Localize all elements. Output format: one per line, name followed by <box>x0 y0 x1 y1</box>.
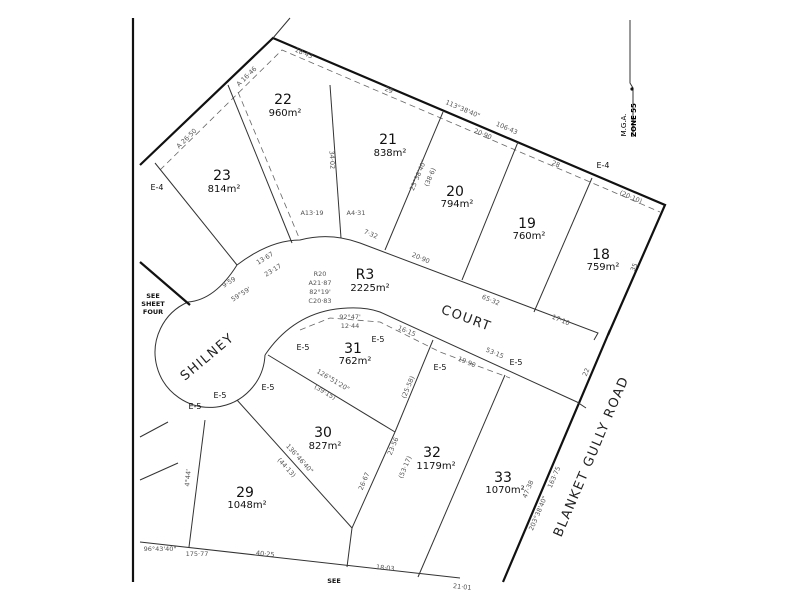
court-south-edge <box>264 307 587 409</box>
svg-text:(44·13): (44·13) <box>276 456 298 479</box>
lot-number: 18 <box>592 247 610 263</box>
easement-label: E-5 <box>371 335 384 344</box>
easement-label: E-5 <box>188 402 201 411</box>
lot-number: 20 <box>446 184 464 200</box>
lot-number: 31 <box>344 341 362 357</box>
lot-number: 29 <box>236 485 254 501</box>
street-name-blanket-gully-road: BLANKET GULLY ROAD <box>551 374 633 539</box>
lot-area: 760m² <box>513 231 546 242</box>
lot-number: 32 <box>423 445 441 461</box>
shilney-cul-de-sac <box>154 301 266 408</box>
svg-text:18·03: 18·03 <box>376 563 395 573</box>
svg-text:A13·19: A13·19 <box>300 209 323 217</box>
lot-number: R3 <box>356 267 375 283</box>
svg-text:34·02: 34·02 <box>328 150 337 169</box>
lot-area: 960m² <box>269 108 302 119</box>
easement-label: E-5 <box>213 391 226 400</box>
subdivision-boundary <box>139 36 667 336</box>
see-sheet-note: SHEET <box>141 300 165 308</box>
north-arrow-icon: M.G.A. ZONE 55 <box>620 20 638 137</box>
grid-label: M.G.A. <box>620 114 628 137</box>
court-north-edge <box>236 236 599 341</box>
easement-label: E-4 <box>150 183 163 192</box>
svg-text:22: 22 <box>581 367 592 378</box>
svg-text:R20: R20 <box>314 270 327 278</box>
street-name-shilney: SHILNEY <box>178 331 238 385</box>
easement-line <box>237 91 301 241</box>
boundary-extension <box>272 17 291 39</box>
svg-text:16·15: 16·15 <box>397 324 417 339</box>
svg-text:7·32: 7·32 <box>363 228 379 241</box>
easement-label: E-5 <box>433 363 446 372</box>
svg-text:C20·83: C20·83 <box>308 297 331 305</box>
lot-number: 19 <box>518 216 536 232</box>
svg-text:113°38'40": 113°38'40" <box>444 98 481 120</box>
svg-text:47·38: 47·38 <box>521 479 536 499</box>
lot-area: 762m² <box>339 356 372 367</box>
svg-text:18·43: 18·43 <box>294 46 314 61</box>
lot-number: 33 <box>494 470 512 486</box>
lot-area: 827m² <box>309 441 342 452</box>
lot-area: 1179m² <box>416 461 455 472</box>
svg-text:12·44: 12·44 <box>341 322 360 330</box>
lot-area: 1048m² <box>227 500 266 511</box>
svg-text:59°59': 59°59' <box>230 285 253 303</box>
svg-text:(53·17): (53·17) <box>397 455 414 480</box>
svg-text:96°43'40": 96°43'40" <box>144 545 177 553</box>
street-name-court: COURT <box>439 303 493 335</box>
svg-text:19·90: 19·90 <box>457 355 477 370</box>
svg-text:28: 28 <box>550 159 561 170</box>
lot-area: 814m² <box>208 184 241 195</box>
svg-text:(39·15): (39·15) <box>313 383 337 402</box>
easement-label: E-5 <box>261 383 274 392</box>
svg-text:20·90: 20·90 <box>473 127 493 142</box>
easement-label: E-5 <box>296 343 309 352</box>
easement-label: E-5 <box>509 358 522 367</box>
lot-area: 759m² <box>587 262 620 273</box>
svg-text:4°44': 4°44' <box>183 469 193 487</box>
svg-text:53·15: 53·15 <box>485 346 505 361</box>
easement-label: E-4 <box>596 161 609 170</box>
svg-text:A4·31: A4·31 <box>347 209 366 217</box>
svg-text:40·25: 40·25 <box>256 549 275 559</box>
svg-text:21·01: 21·01 <box>453 582 472 592</box>
svg-text:23·56: 23·56 <box>386 436 401 456</box>
svg-text:(38·6): (38·6) <box>423 167 438 188</box>
svg-text:13·67: 13·67 <box>255 250 275 267</box>
lot-area: 838m² <box>374 148 407 159</box>
svg-text:A 26·50: A 26·50 <box>175 127 199 150</box>
lot-lines <box>139 84 593 579</box>
lot-number: 30 <box>314 425 332 441</box>
road-boundary <box>501 329 612 583</box>
lot-area: 794m² <box>441 199 474 210</box>
svg-text:82°19': 82°19' <box>309 288 331 296</box>
zone-label: ZONE 55 <box>630 103 638 137</box>
see-sheet-note: SEE <box>146 292 160 300</box>
svg-text:35: 35 <box>629 262 640 273</box>
lot-number: 23 <box>213 168 231 184</box>
svg-text:29: 29 <box>383 85 394 96</box>
svg-text:23·17: 23·17 <box>263 262 283 279</box>
lot-area: 1070m² <box>485 485 524 496</box>
svg-text:175·77: 175·77 <box>186 550 209 558</box>
see-sheet-note: FOUR <box>143 308 163 316</box>
lot-number: 22 <box>274 92 292 108</box>
see-note: SEE <box>327 577 341 585</box>
lot-number: 21 <box>379 132 397 148</box>
svg-text:9·59: 9·59 <box>221 275 238 289</box>
court-curve <box>187 264 238 303</box>
svg-text:23°38'40": 23°38'40" <box>408 159 428 192</box>
svg-text:17·10: 17·10 <box>551 313 571 328</box>
easement-line <box>159 49 661 213</box>
svg-text:92°47': 92°47' <box>339 313 361 321</box>
lot-area: 2225m² <box>350 283 389 294</box>
easement-line <box>299 317 511 379</box>
svg-text:A21·87: A21·87 <box>308 279 331 287</box>
